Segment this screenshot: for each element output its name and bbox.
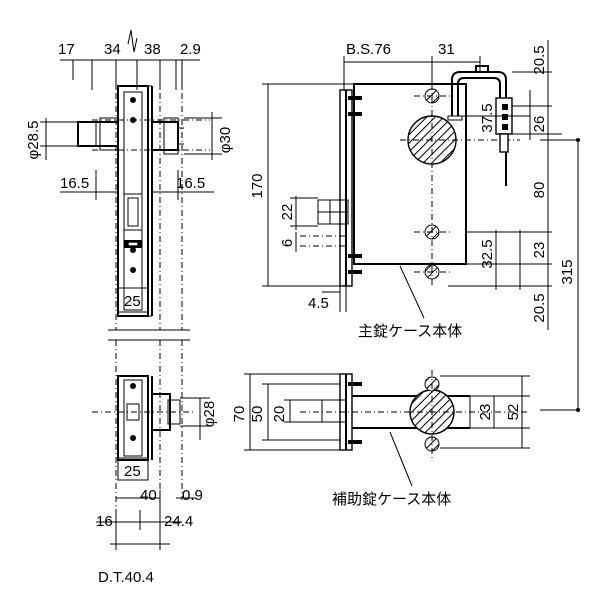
dim-315: 315	[559, 259, 576, 284]
dim-34: 34	[104, 41, 121, 58]
dim-52: 52	[505, 404, 522, 421]
dim-4-5: 4.5	[308, 295, 329, 312]
dim-170: 170	[249, 173, 266, 198]
dim-2-9: 2.9	[180, 41, 201, 58]
dim-0-9: 0.9	[182, 487, 203, 504]
auxiliary-lock-case	[244, 370, 530, 487]
dim-32-5: 32.5	[479, 239, 496, 268]
dim-25-upper: 25	[124, 293, 141, 310]
captions: 主錠ケース本体 補助錠ケース本体	[332, 322, 462, 508]
dim-dt-40-4: D.T.40.4	[98, 569, 154, 586]
main-lock-case	[262, 40, 580, 412]
dim-24-4: 24.4	[164, 513, 193, 530]
front-view-lower	[92, 340, 210, 550]
dim-23-main: 23	[531, 242, 548, 259]
caption-main-lock-case: 主錠ケース本体	[358, 322, 462, 340]
dim-80: 80	[531, 182, 548, 199]
dim-70: 70	[231, 406, 248, 423]
dim-25-lower: 25	[124, 463, 141, 480]
front-view-upper	[40, 29, 222, 330]
dim-phi-28-5: φ28.5	[25, 121, 42, 160]
dim-20-5-top: 20.5	[531, 45, 548, 74]
dim-phi-30: φ30	[217, 127, 234, 153]
dim-37-5: 37.5	[479, 103, 496, 132]
dim-16: 16	[96, 513, 113, 530]
dimension-labels: 17 34 38 2.9 φ28.5 φ30 16.5 16.5 25 25 φ…	[25, 41, 576, 586]
dim-20-5-bottom: 20.5	[531, 293, 548, 322]
dim-20: 20	[271, 406, 288, 423]
dim-31: 31	[438, 41, 455, 58]
dim-6: 6	[279, 239, 296, 247]
dim-50: 50	[249, 406, 266, 423]
caption-aux-lock-case: 補助錠ケース本体	[332, 490, 451, 508]
dim-40: 40	[140, 487, 157, 504]
dim-16-5-left: 16.5	[60, 175, 89, 192]
dim-bs-76: B.S.76	[346, 41, 391, 58]
dim-22: 22	[279, 204, 296, 221]
dim-phi-28: φ28	[201, 401, 218, 427]
dim-16-5-right: 16.5	[176, 175, 205, 192]
dim-26: 26	[531, 116, 548, 133]
dim-23-aux: 23	[477, 404, 494, 421]
dim-17: 17	[58, 41, 75, 58]
dim-38: 38	[144, 41, 161, 58]
